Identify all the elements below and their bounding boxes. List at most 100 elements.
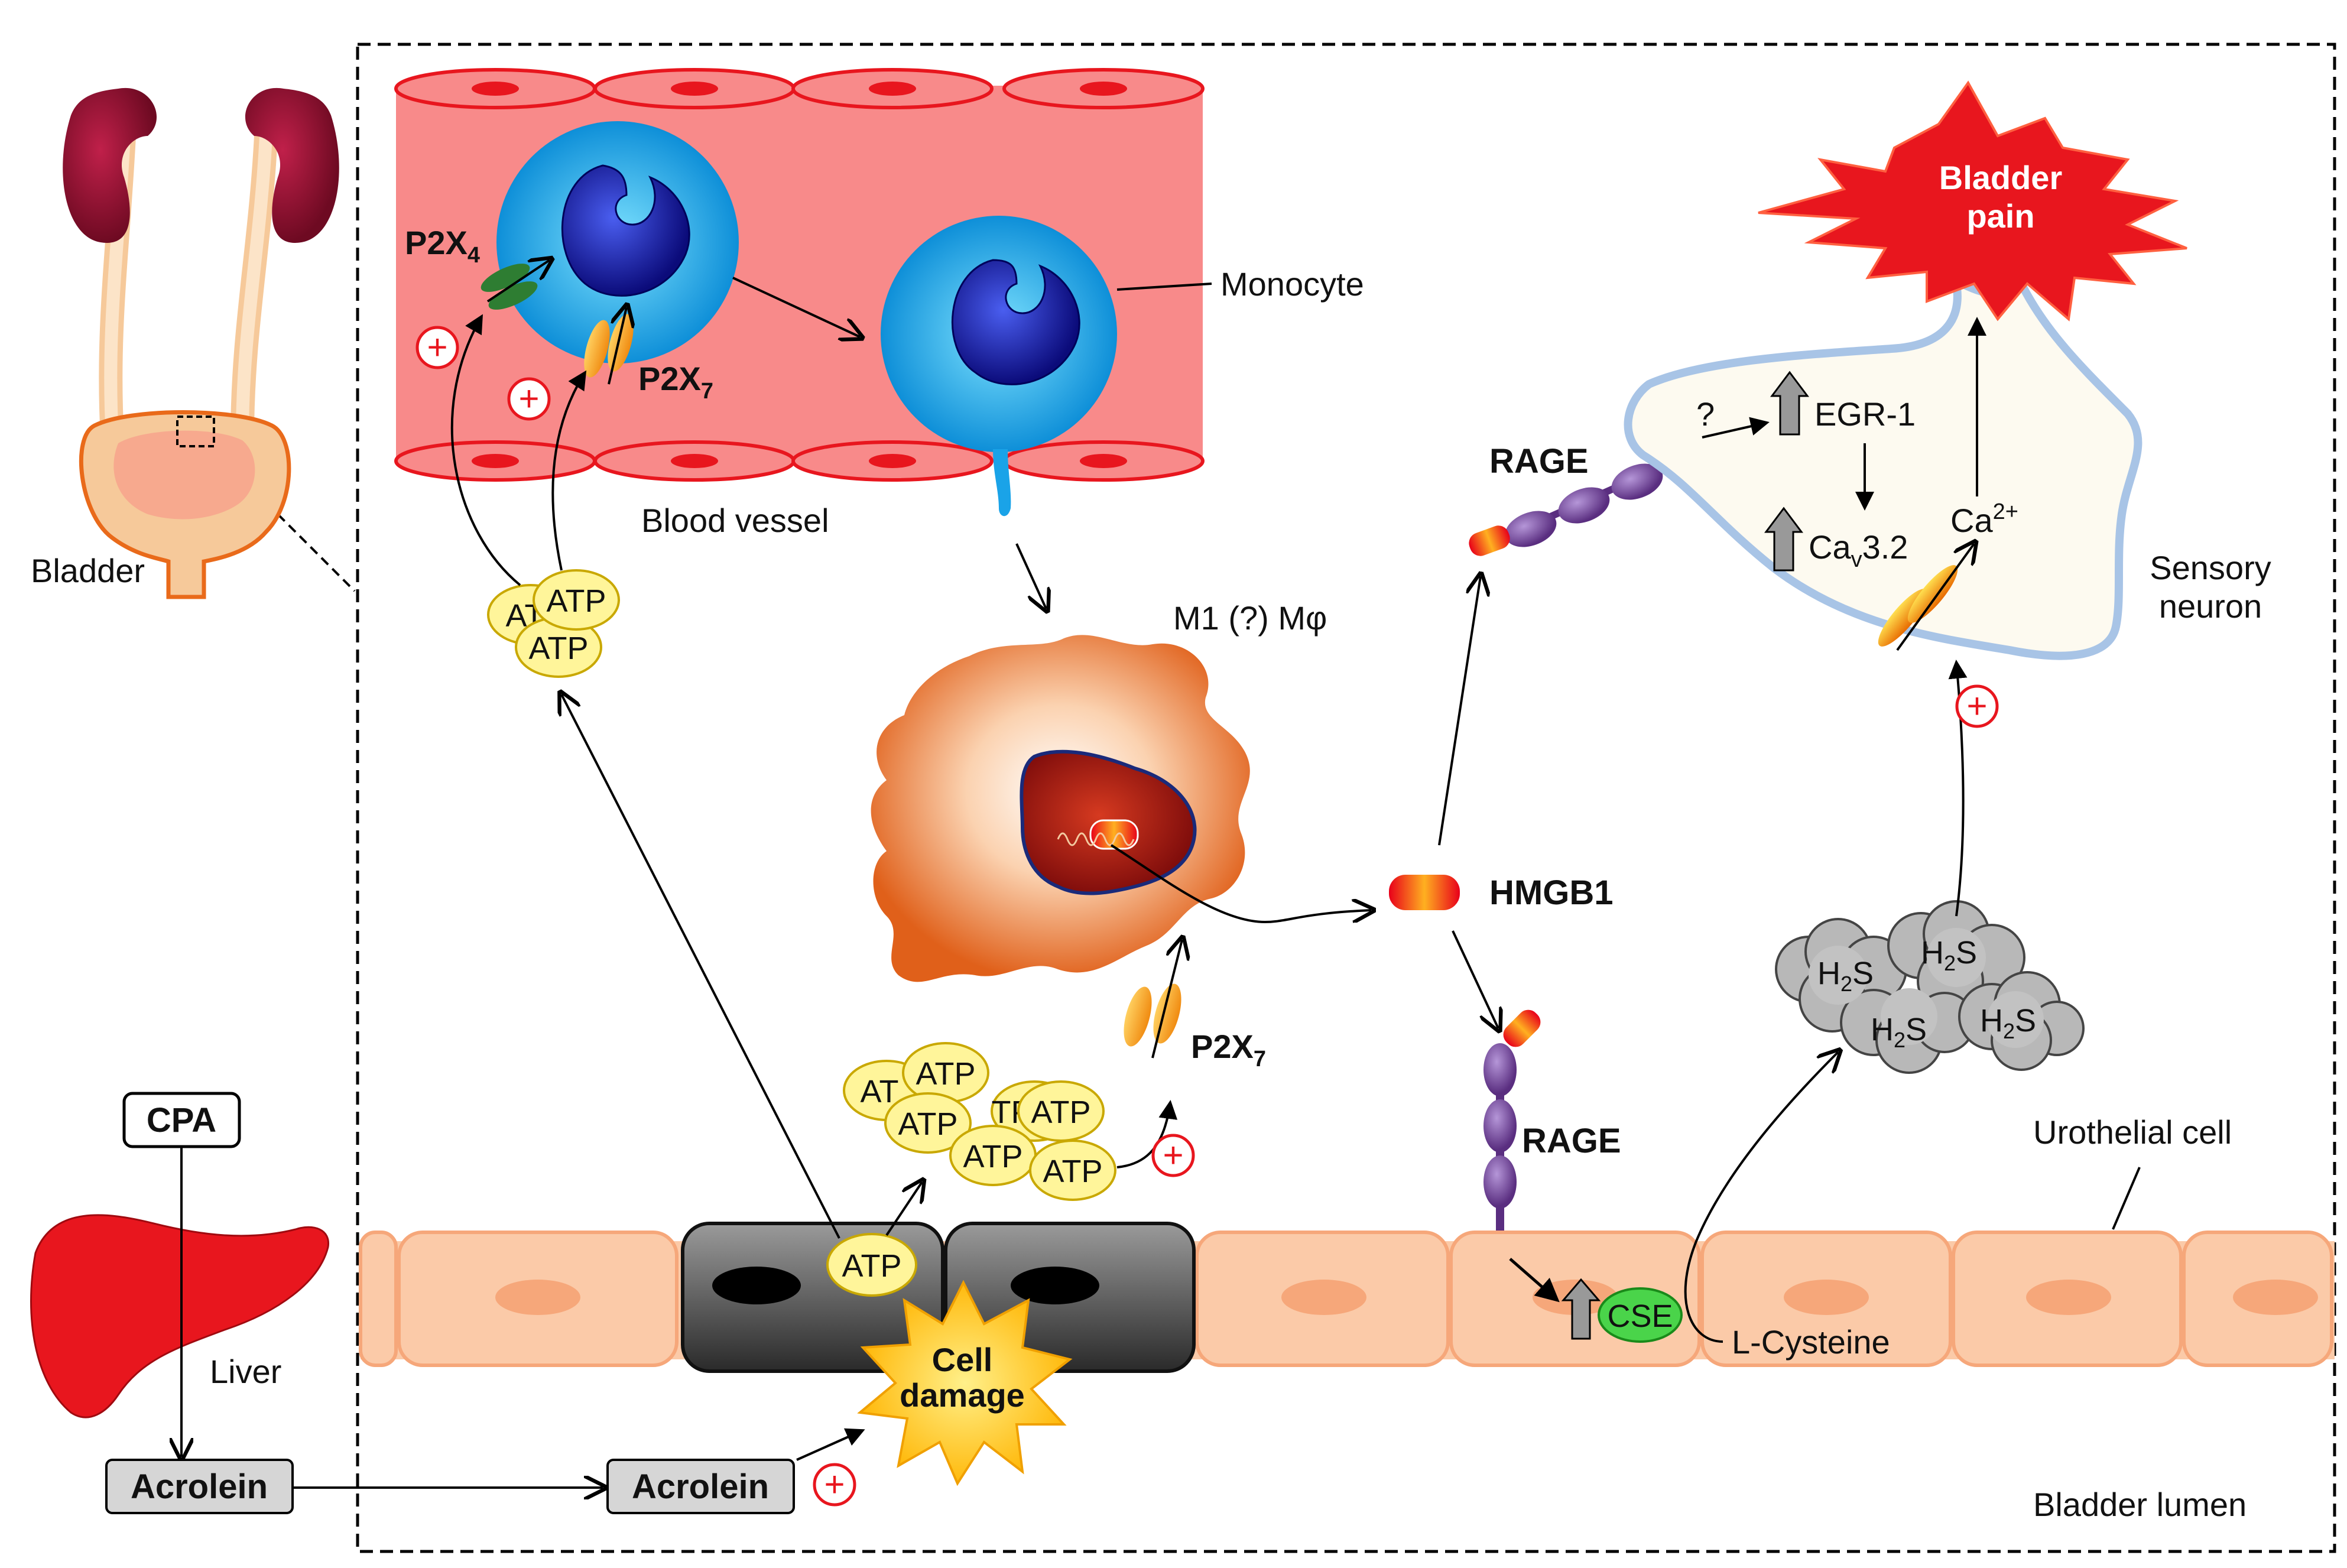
cell-damage-label-1: Cell [932, 1341, 993, 1378]
cav32-channel [1878, 565, 1958, 647]
p2x7-macrophage-ion-arrow [1151, 940, 1182, 1059]
svg-text:+: + [518, 379, 539, 418]
urothelium-layer [359, 1222, 2335, 1373]
hmgb1-molecule [1389, 875, 1460, 910]
detail-frame [356, 43, 2336, 1553]
acrolein-to-damage-arrow [796, 1428, 865, 1461]
monocyte-label-line [1116, 283, 1212, 291]
svg-text:ATP: ATP [898, 1106, 957, 1142]
monocyte-cell-1 [496, 121, 739, 363]
svg-text:AT: AT [861, 1074, 899, 1109]
urothelial-cell-label: Urothelial cell [2033, 1113, 2232, 1151]
atp-to-p2x7-top-arrow [551, 370, 587, 571]
cse-label: CSE [1607, 1298, 1673, 1334]
plus-icon: + [507, 377, 551, 421]
atp-to-p2x4-arrow [450, 314, 521, 586]
svg-text:ATP: ATP [916, 1056, 975, 1092]
p2x7-label-bottom: P2X7 [1191, 1028, 1266, 1072]
h2s-label-4: H2S [1980, 1003, 2036, 1043]
svg-text:ATP: ATP [1031, 1095, 1090, 1130]
sensory-neuron-label-2: neuron [2159, 587, 2262, 625]
svg-text:+: + [1966, 686, 1987, 726]
svg-text:+: + [1163, 1135, 1183, 1175]
migration-arrow [732, 277, 860, 337]
macrophage-label: M1 (?) Mφ [1173, 599, 1327, 637]
monocyte-cell-2 [881, 216, 1117, 517]
atp-cluster-upper: AT ATP ATP [487, 569, 620, 678]
cpa-box [122, 1092, 241, 1148]
question-label: ? [1696, 395, 1715, 433]
cell-damage-label-2: damage [900, 1377, 1025, 1414]
differentiation-arrow [1015, 543, 1046, 609]
plus-icon: + [1151, 1134, 1195, 1177]
svg-text:ATP: ATP [1043, 1154, 1102, 1189]
hmgb1-release-arrow [1110, 844, 1371, 924]
p2x7-ion-arrow [608, 307, 626, 385]
h2s-label-2: H2S [1921, 935, 1977, 975]
atp-release-arrow-short [885, 1182, 922, 1236]
upregulation-arrow-cav [1764, 507, 1803, 572]
p2x7-receptor-macrophage [1124, 983, 1181, 1047]
acrolein-box-left [105, 1459, 294, 1514]
p2x7-label-top: P2X7 [638, 360, 713, 404]
sensory-neuron [1624, 274, 2143, 660]
svg-text:ATP: ATP [528, 631, 588, 666]
h2s-label-1: H2S [1817, 956, 1874, 996]
l-cysteine-label: L-Cysteine [1732, 1323, 1890, 1361]
plus-icon: + [813, 1463, 856, 1507]
rage-to-egr1-arrow [1702, 417, 1770, 439]
upregulation-arrow-cse [1561, 1278, 1601, 1340]
h2s-to-channel-arrow [1948, 660, 1968, 917]
cell-damage-burst [857, 1280, 1073, 1486]
rage-label-top: RAGE [1489, 442, 1589, 481]
bladder-label: Bladder [31, 552, 145, 589]
l-cysteine-line [1684, 1052, 1838, 1343]
cav32-label: Cav3.2 [1809, 528, 1908, 572]
plus-icon: + [1955, 684, 1999, 728]
atp-molecule: ATP [826, 1233, 917, 1297]
svg-text:ATP: ATP [546, 583, 606, 619]
urinary-tract-illustration [63, 87, 339, 599]
upregulation-arrow-egr1 [1770, 371, 1809, 436]
h2s-label-3: H2S [1871, 1012, 1927, 1052]
egr1-label: EGR-1 [1814, 395, 1916, 433]
svg-text:+: + [824, 1465, 845, 1504]
atp-cluster-lower: AT TP ATP ATP ATP ATP ATP [843, 1042, 1116, 1201]
p2x4-receptor [481, 264, 530, 292]
kidney-left [63, 87, 157, 243]
cpa-label: CPA [147, 1101, 216, 1140]
rage-receptor-bottom [1483, 1009, 1541, 1253]
rage-label-bottom: RAGE [1522, 1122, 1621, 1160]
liver-label: Liver [210, 1353, 281, 1390]
svg-text:ATP: ATP [963, 1139, 1022, 1174]
monocyte-label: Monocyte [1220, 265, 1364, 303]
blood-vessel-label: Blood vessel [641, 502, 829, 539]
sensory-neuron-label-1: Sensory [2150, 549, 2271, 586]
rage-receptor-top [1469, 446, 1704, 556]
acrolein-label-right: Acrolein [632, 1468, 769, 1506]
bladder-pain-label-2: pain [1966, 197, 2034, 235]
hmgb1-to-rage-top-arrow [1438, 576, 1481, 846]
macrophage-cell [871, 635, 1250, 982]
svg-text:+: + [427, 327, 447, 367]
urothelial-label-line [2112, 1167, 2141, 1230]
acrolein-box-right [606, 1459, 795, 1514]
p2x4-ion-arrow [486, 260, 550, 303]
p2x4-label: P2X4 [405, 224, 480, 268]
calcium-influx-arrow [1896, 544, 1974, 651]
atp-release-arrow-long [561, 694, 840, 1239]
hmgb1-label: HMGB1 [1489, 874, 1613, 912]
plus-icon: + [415, 326, 459, 369]
bladder-lumen-label: Bladder lumen [2033, 1486, 2247, 1523]
kidney-right [245, 87, 339, 243]
cse-enzyme [1598, 1287, 1683, 1343]
svg-text:ATP: ATP [842, 1248, 901, 1284]
hmgb1-to-rage-bottom-arrow [1452, 930, 1498, 1028]
bladder-pain-burst [1758, 80, 2187, 322]
zoom-box [176, 415, 215, 447]
rage-to-cse-arrow [1509, 1258, 1560, 1303]
acrolein-label-left: Acrolein [131, 1468, 268, 1506]
ca-label: Ca2+ [1950, 499, 2018, 539]
liver-organ [30, 1214, 329, 1418]
